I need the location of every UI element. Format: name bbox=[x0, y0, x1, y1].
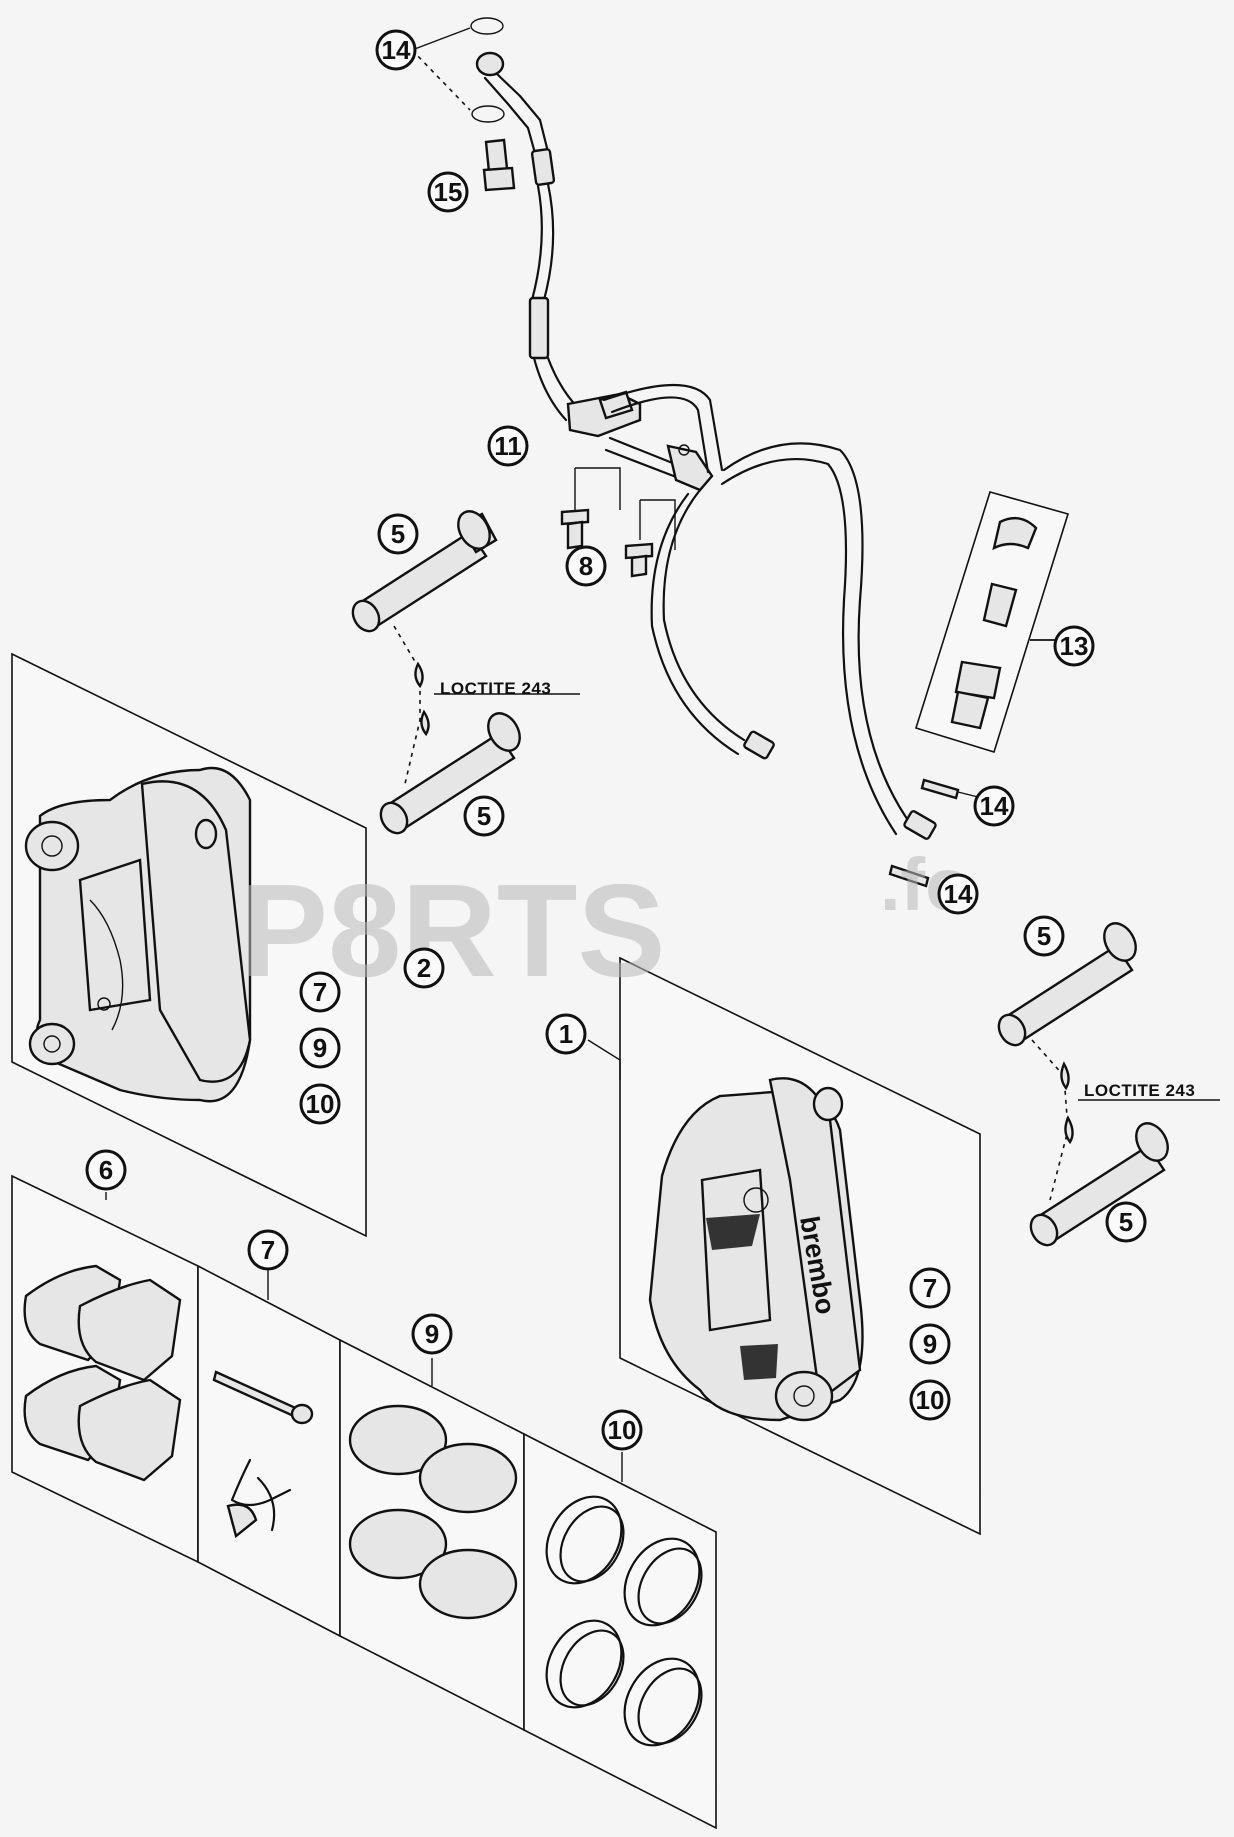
callout-9-left: 9 bbox=[299, 1027, 341, 1069]
callout-7-right: 7 bbox=[909, 1267, 951, 1309]
guide-pins-right bbox=[997, 922, 1220, 1247]
callout-11: 11 bbox=[487, 425, 529, 467]
callout-5-b: 5 bbox=[463, 795, 505, 837]
callout-7-kit: 7 bbox=[247, 1229, 289, 1271]
pad-pins-panel bbox=[197, 1264, 341, 1638]
svg-text:5: 5 bbox=[1037, 921, 1051, 951]
svg-text:9: 9 bbox=[425, 1319, 439, 1349]
bleeder-kit-panel bbox=[914, 491, 1070, 753]
svg-text:1: 1 bbox=[559, 1019, 573, 1049]
svg-text:9: 9 bbox=[923, 1329, 937, 1359]
svg-text:7: 7 bbox=[923, 1273, 937, 1303]
callout-10-right: 10 bbox=[909, 1379, 951, 1421]
loctite-label-top: LOCTITE 243 bbox=[440, 679, 551, 698]
svg-text:7: 7 bbox=[313, 977, 327, 1007]
mounting-bolts bbox=[560, 508, 654, 578]
svg-text:5: 5 bbox=[391, 519, 405, 549]
svg-text:10: 10 bbox=[608, 1415, 637, 1445]
svg-text:5: 5 bbox=[477, 801, 491, 831]
callout-9-kit: 9 bbox=[411, 1313, 453, 1355]
svg-text:7: 7 bbox=[261, 1235, 275, 1265]
callout-9-right: 9 bbox=[909, 1323, 951, 1365]
svg-text:10: 10 bbox=[916, 1385, 945, 1415]
svg-text:15: 15 bbox=[434, 177, 463, 207]
callout-10-kit: 10 bbox=[601, 1409, 643, 1451]
callout-6: 6 bbox=[85, 1149, 127, 1191]
svg-text:14: 14 bbox=[980, 791, 1009, 821]
brake-pads-panel bbox=[11, 1174, 199, 1564]
callout-8: 8 bbox=[565, 545, 607, 587]
svg-text:11: 11 bbox=[494, 431, 522, 461]
brake-hose-assembly bbox=[470, 17, 960, 888]
callout-5-a: 5 bbox=[377, 513, 419, 555]
callout-13: 13 bbox=[1053, 625, 1095, 667]
svg-text:10: 10 bbox=[306, 1089, 335, 1119]
svg-text:9: 9 bbox=[313, 1033, 327, 1063]
svg-text:14: 14 bbox=[944, 879, 973, 909]
guide-pins-left bbox=[351, 510, 580, 835]
callout-5-c: 5 bbox=[1023, 915, 1065, 957]
callout-14-top: 14 bbox=[375, 29, 417, 71]
seals-panel bbox=[523, 1432, 717, 1830]
pistons-panel bbox=[339, 1338, 525, 1732]
callout-14-mid: 14 bbox=[973, 785, 1015, 827]
callout-7-left: 7 bbox=[299, 971, 341, 1013]
callout-2: 2 bbox=[403, 947, 445, 989]
svg-text:14: 14 bbox=[382, 35, 411, 65]
loctite-label-right: LOCTITE 243 bbox=[1084, 1081, 1195, 1100]
callout-10-left: 10 bbox=[299, 1083, 341, 1125]
callout-5-d: 5 bbox=[1105, 1201, 1147, 1243]
callout-14-low: 14 bbox=[937, 873, 979, 915]
left-caliper-panel bbox=[11, 652, 367, 1238]
svg-text:2: 2 bbox=[417, 953, 431, 983]
callout-1: 1 bbox=[545, 1013, 587, 1055]
svg-text:5: 5 bbox=[1119, 1207, 1133, 1237]
kit-leader-lines bbox=[105, 1039, 623, 1482]
svg-text:13: 13 bbox=[1060, 631, 1089, 661]
svg-text:6: 6 bbox=[99, 1155, 113, 1185]
right-caliper-panel: brembo bbox=[619, 956, 981, 1536]
callout-15: 15 bbox=[427, 171, 469, 213]
svg-text:8: 8 bbox=[579, 551, 593, 581]
